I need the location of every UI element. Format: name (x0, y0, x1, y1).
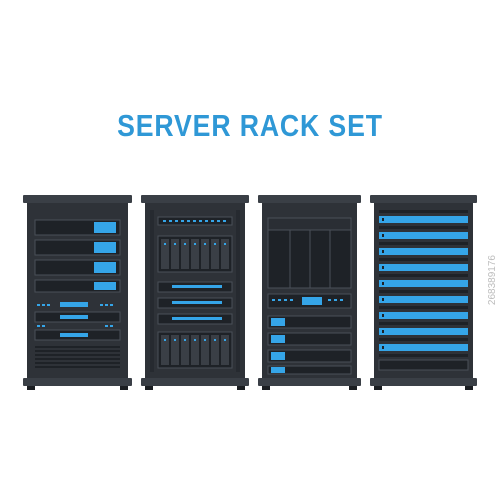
network-modules (157, 281, 233, 325)
vent-grille (35, 346, 120, 368)
rack-4 (370, 195, 477, 390)
display-panel (267, 217, 352, 289)
rack-3 (258, 195, 361, 390)
stock-id: 268389176 (487, 255, 498, 306)
page-title: SERVER RACK SET (117, 108, 383, 143)
rack-1 (23, 195, 132, 390)
disk-array-bottom (157, 331, 233, 369)
disk-array-top (157, 235, 233, 273)
indicator-panel (34, 302, 121, 341)
blade-stack (378, 210, 469, 371)
drive-slots (267, 315, 352, 375)
drive-bay (34, 219, 121, 293)
control-bar (267, 293, 352, 309)
rack-2 (141, 195, 249, 390)
